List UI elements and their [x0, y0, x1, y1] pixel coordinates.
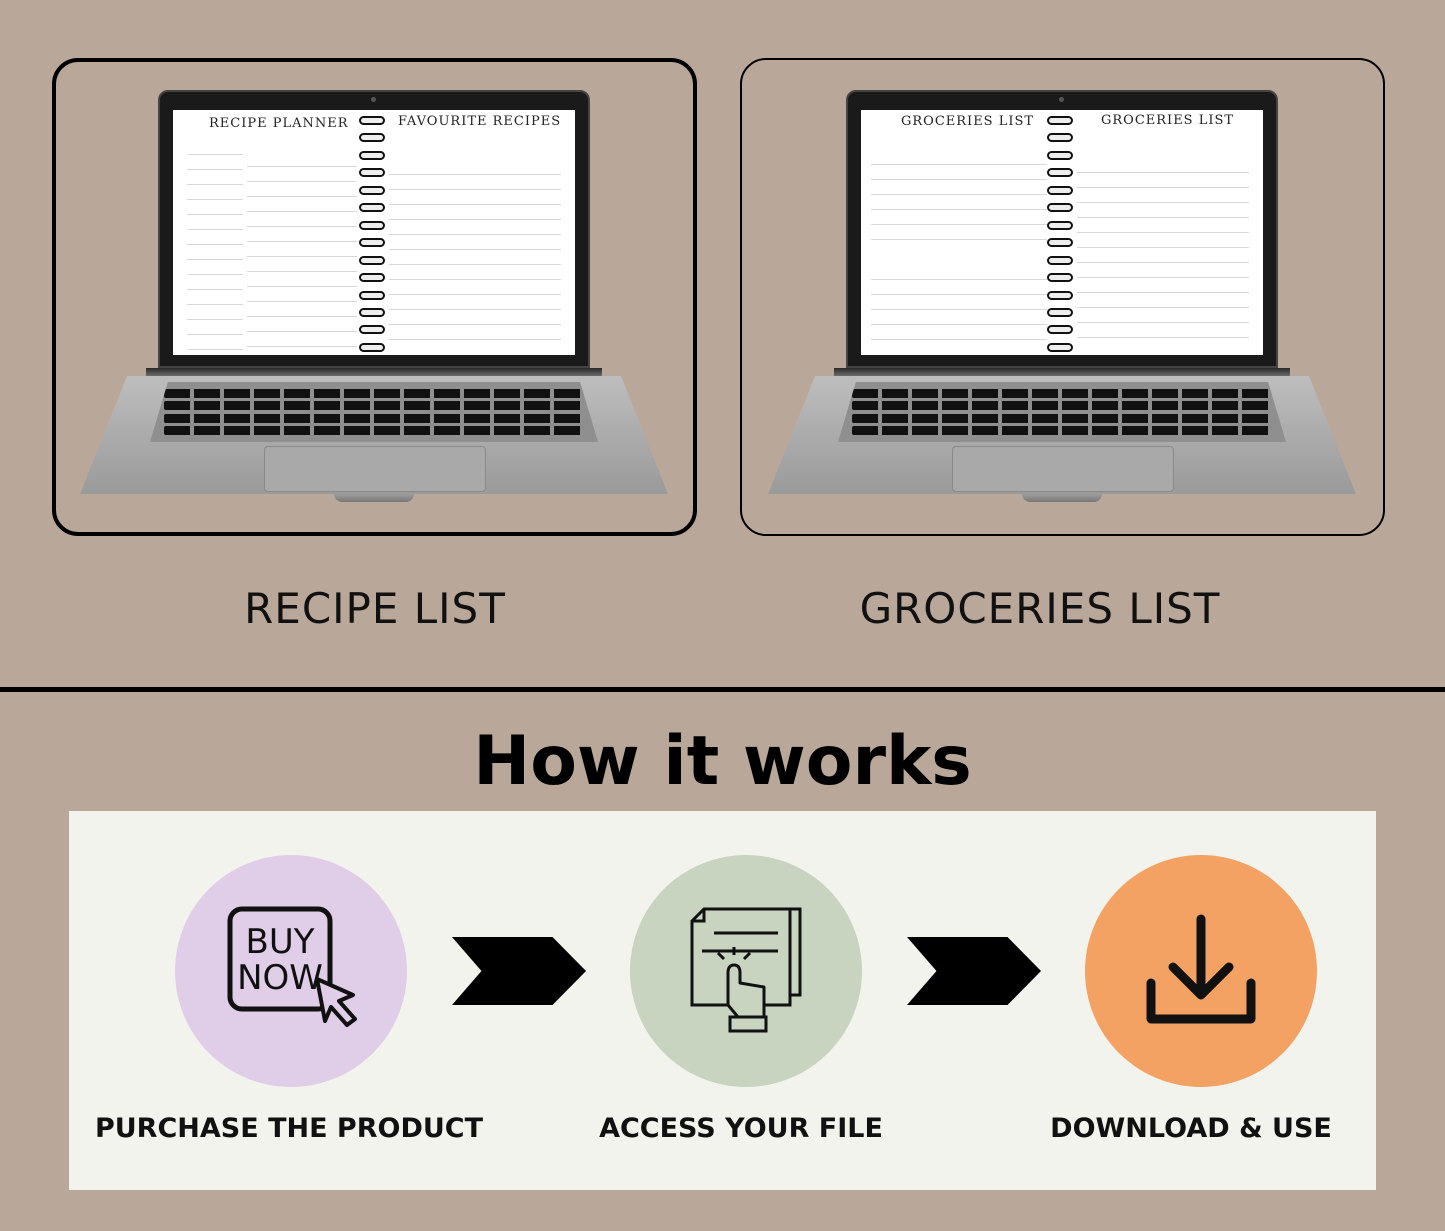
steps-panel: BUY NOW PURCHASE THE PRODUCT ACCESS YOUR…: [69, 811, 1376, 1190]
spiral-binding: [359, 116, 387, 352]
groceries-laptop-mockup: GROCERIES LIST GROCERIES LIST: [768, 90, 1356, 502]
laptop-screen: RECIPE PLANNER FAVOURITE RECIPES: [173, 110, 575, 355]
recipe-laptop-mockup: RECIPE PLANNER FAVOURITE RECIPES: [80, 90, 668, 502]
groceries-right-title: GROCERIES LIST: [1101, 113, 1235, 128]
groceries-list-frame: [740, 58, 1385, 536]
laptop-keyboard: [838, 382, 1286, 442]
recipe-field-lines: [187, 140, 243, 350]
groceries-left-title: GROCERIES LIST: [901, 114, 1035, 129]
camera-icon: [1059, 97, 1064, 102]
purchase-step-circle: BUY NOW: [175, 855, 407, 1087]
laptop-front-notch: [334, 494, 414, 502]
laptop-screen: GROCERIES LIST GROCERIES LIST: [861, 110, 1263, 355]
groceries-list-caption: GROCERIES LIST: [859, 584, 1221, 633]
arrow-right-icon: [907, 937, 1041, 1005]
section-divider: [0, 687, 1445, 692]
ingredients-lines: [247, 152, 357, 352]
laptop-front-notch: [1022, 494, 1102, 502]
camera-icon: [371, 97, 376, 102]
favourite-recipes-table: [389, 160, 561, 352]
buy-text: BUY: [246, 922, 315, 962]
laptop-trackpad: [952, 446, 1174, 492]
now-text: NOW: [237, 958, 323, 998]
how-it-works-heading: How it works: [473, 722, 972, 801]
recipe-list-frame: [52, 58, 697, 536]
download-icon: [1146, 914, 1256, 1024]
recipe-planner-title: RECIPE PLANNER: [209, 116, 349, 131]
access-step-label: ACCESS YOUR FILE: [599, 1113, 883, 1144]
groceries-category-grid-top: [871, 150, 1047, 252]
recipe-list-caption: RECIPE LIST: [244, 584, 506, 633]
favourite-recipes-title: FAVOURITE RECIPES: [398, 114, 562, 129]
laptop-lid: RECIPE PLANNER FAVOURITE RECIPES: [158, 90, 590, 368]
arrow-right-icon: [452, 937, 586, 1005]
groceries-items-budget-table: [1077, 158, 1249, 352]
buy-now-icon: BUY NOW: [227, 906, 357, 1027]
laptop-trackpad: [264, 446, 486, 492]
spiral-binding: [1047, 116, 1075, 352]
document-touch-icon: [690, 907, 802, 1033]
download-step-label: DOWNLOAD & USE: [1050, 1113, 1332, 1144]
groceries-category-grid-bottom: [871, 265, 1047, 353]
laptop-lid: GROCERIES LIST GROCERIES LIST: [846, 90, 1278, 368]
download-step-circle: [1085, 855, 1317, 1087]
laptop-hinge: [146, 368, 602, 376]
access-step-circle: [630, 855, 862, 1087]
laptop-keyboard: [150, 382, 598, 442]
purchase-step-label: PURCHASE THE PRODUCT: [94, 1113, 484, 1144]
laptop-hinge: [834, 368, 1290, 376]
